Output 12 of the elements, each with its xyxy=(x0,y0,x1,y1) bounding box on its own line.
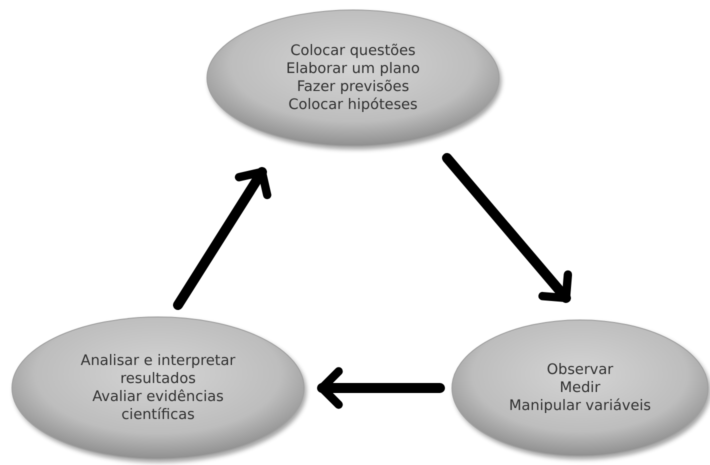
node-text: Manipular variáveis xyxy=(509,397,651,415)
node-text: Elaborar um plano xyxy=(286,60,420,78)
node-text: Fazer previsões xyxy=(296,78,410,96)
arrow xyxy=(173,167,272,310)
node-text: Avaliar evidências científicas xyxy=(91,388,225,424)
arrow xyxy=(317,367,445,409)
node-text: Colocar hipóteses xyxy=(288,96,418,114)
node-text: Observar xyxy=(546,361,614,379)
node-text: Medir xyxy=(560,379,600,397)
node-text: Analisar e interpretar resultados xyxy=(80,352,236,388)
arrow xyxy=(442,153,572,303)
node-text: Colocar questões xyxy=(290,42,416,60)
